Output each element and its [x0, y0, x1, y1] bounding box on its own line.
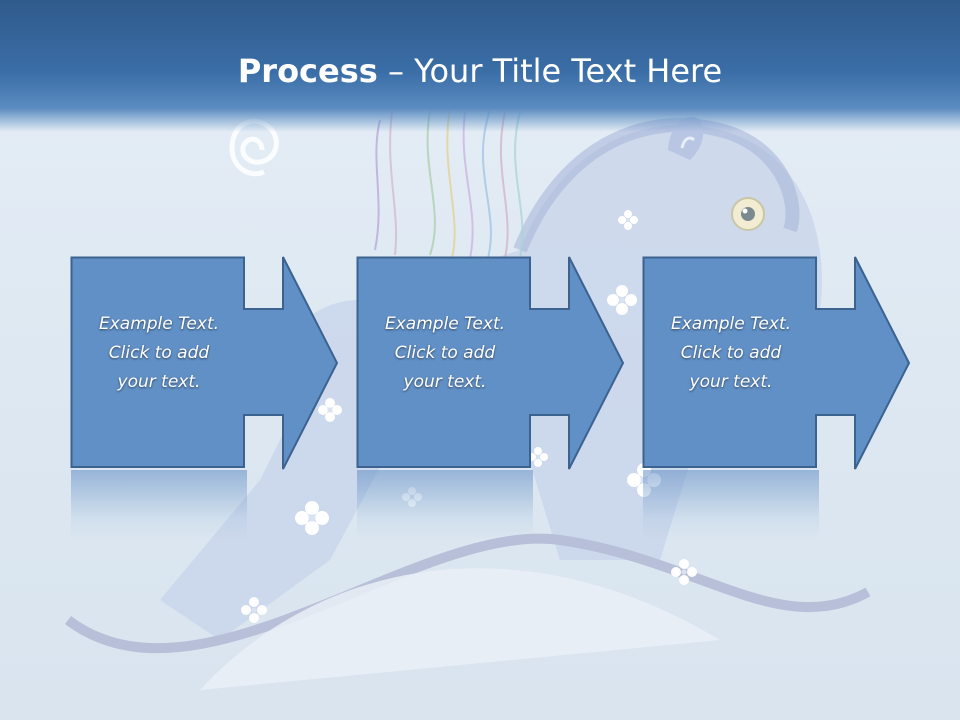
slide-title[interactable]: Process – Your Title Text Here	[0, 52, 960, 90]
step-1-reflection	[71, 470, 247, 540]
process-step-1[interactable]: Example Text. Click to add your text.	[70, 256, 341, 470]
step-1-arrow-shape	[70, 256, 339, 470]
step-1-text[interactable]: Example Text. Click to add your text.	[98, 314, 220, 392]
title-rest-part: – Your Title Text Here	[377, 52, 723, 90]
step-3-arrow-shape	[642, 256, 911, 470]
process-step-3[interactable]: Example Text. Click to add your text.	[642, 256, 913, 470]
step-2-arrow-shape	[356, 256, 625, 470]
step-2-reflection	[357, 470, 533, 540]
title-bar	[0, 0, 960, 132]
step-3-text[interactable]: Example Text. Click to add your text.	[670, 314, 792, 392]
title-bold-part: Process	[237, 52, 378, 90]
process-step-2[interactable]: Example Text. Click to add your text.	[356, 256, 627, 470]
step-2-text[interactable]: Example Text. Click to add your text.	[384, 314, 506, 392]
step-3-reflection	[643, 470, 819, 540]
